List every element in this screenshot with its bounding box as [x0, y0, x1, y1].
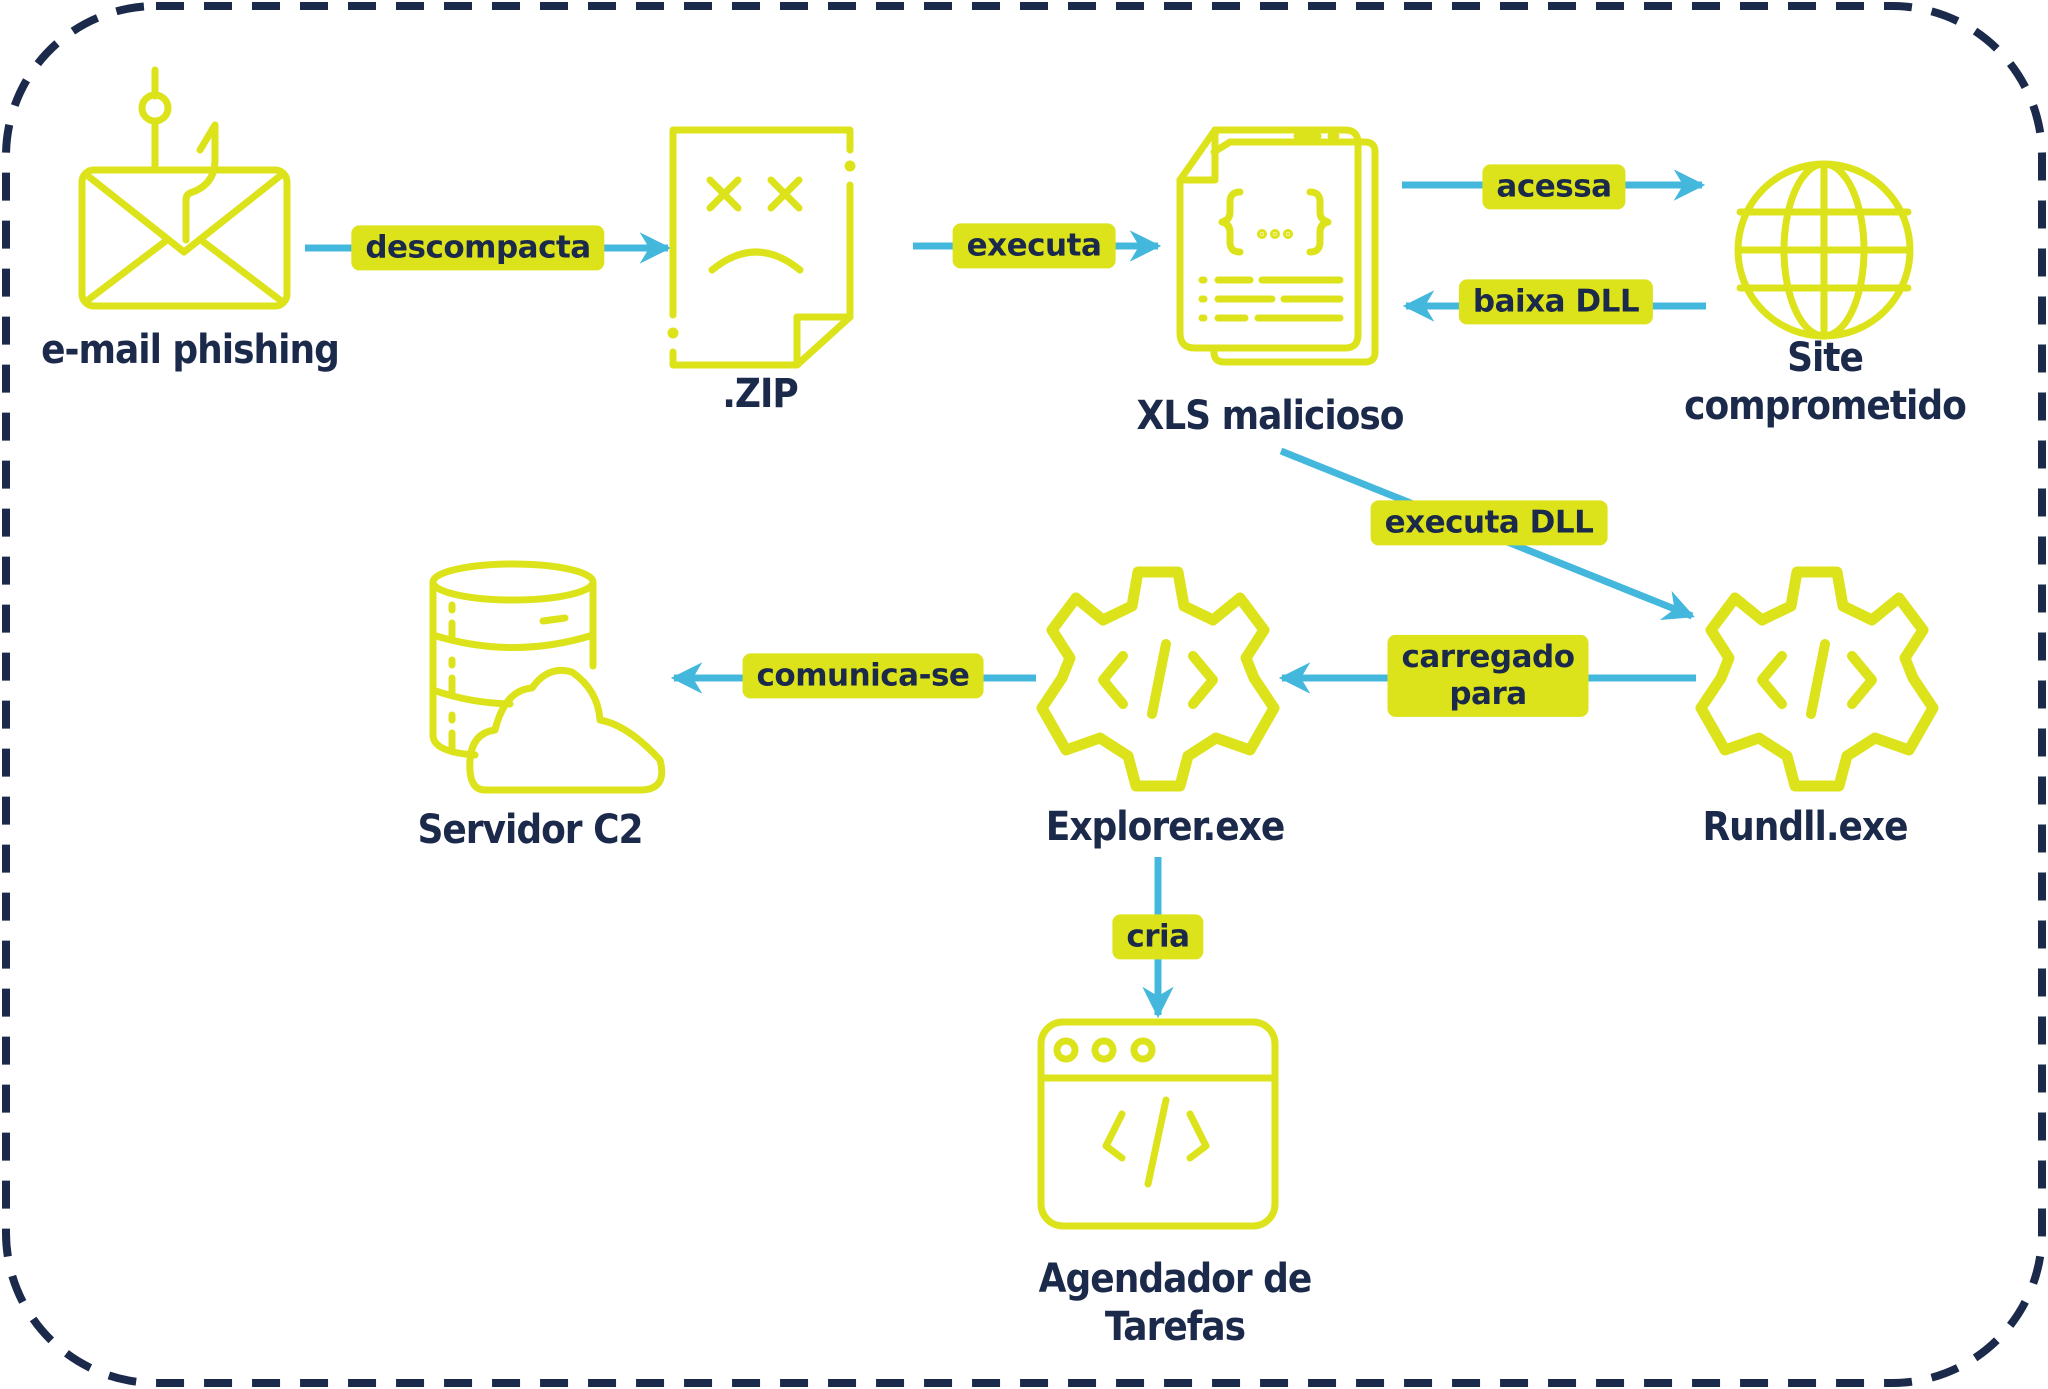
edge-label-executa: executa — [952, 223, 1116, 269]
phishing-email-icon — [78, 66, 291, 310]
edge-label-executa-dll: executa DLL — [1370, 500, 1608, 546]
node-label-zip: .ZIP — [722, 371, 799, 417]
node-label-xls: XLS malicioso — [1136, 393, 1404, 439]
database-cloud-icon — [429, 560, 666, 794]
sad-file-icon — [667, 126, 856, 369]
node-label-explorer: Explorer.exe — [1045, 804, 1286, 850]
code-gear-icon — [1695, 566, 1939, 792]
globe-icon — [1734, 160, 1914, 340]
code-window-icon — [1037, 1018, 1279, 1230]
edge-label-comunica-se: comunica-se — [742, 653, 984, 699]
edge-label-descompacta: descompacta — [351, 225, 605, 271]
code-document-icon — [1176, 126, 1379, 366]
node-label-scheduler: Agendador de Tarefas — [1038, 1256, 1313, 1350]
node-label-email: e-mail phishing — [41, 327, 340, 373]
node-label-c2: Servidor C2 — [417, 807, 643, 853]
edge-label-acessa: acessa — [1482, 164, 1626, 210]
edge-label-baixa-dll: baixa DLL — [1458, 279, 1654, 325]
edge-label-carregado-para: carregado para — [1387, 634, 1589, 718]
node-label-site: Site comprometido — [1684, 335, 1967, 429]
node-label-rundll: Rundll.exe — [1702, 804, 1908, 850]
edge-label-cria: cria — [1112, 914, 1204, 960]
code-gear-icon — [1036, 566, 1280, 792]
